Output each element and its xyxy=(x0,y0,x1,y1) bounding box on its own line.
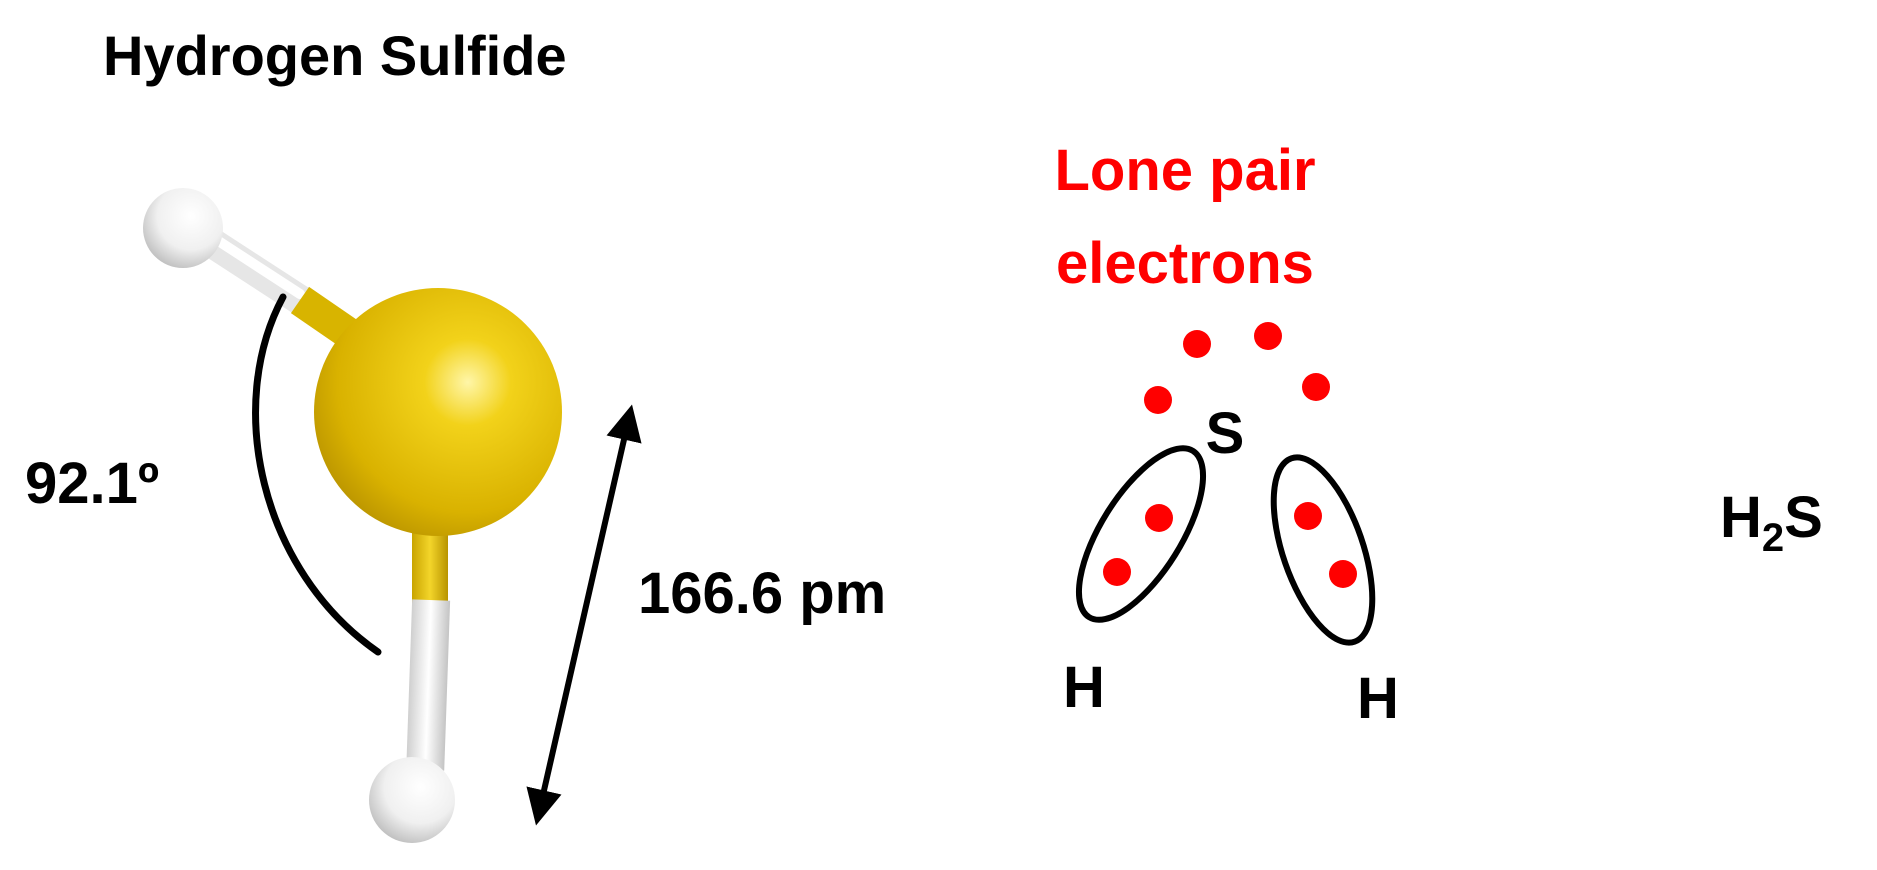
lewis-structure: Lone pair electrons S H H xyxy=(1054,138,1398,731)
upper-hydrogen-atom xyxy=(143,188,223,268)
formula-prefix: H xyxy=(1720,485,1762,550)
ball-and-stick-model xyxy=(143,188,562,843)
bonding-electron xyxy=(1294,502,1322,530)
lewis-sulfur-symbol: S xyxy=(1206,401,1245,466)
bonding-electron xyxy=(1329,560,1357,588)
lower-hydrogen-atom xyxy=(369,757,455,843)
lone-pair-electron xyxy=(1254,322,1282,350)
bonding-electron xyxy=(1145,504,1173,532)
left-bonding-pair-outline xyxy=(1075,445,1207,623)
bond-length-label: 166.6 pm xyxy=(638,561,886,626)
right-bonding-pair-outline xyxy=(1270,454,1376,646)
bonding-electron xyxy=(1103,558,1131,586)
lone-pair-label-line1: Lone pair xyxy=(1054,138,1315,203)
lewis-hydrogen-right-symbol: H xyxy=(1357,666,1399,731)
lewis-hydrogen-left-symbol: H xyxy=(1063,655,1105,720)
bond-angle-arc xyxy=(252,293,382,656)
lone-pair-label-line2: electrons xyxy=(1056,231,1314,296)
lone-pair-electron xyxy=(1302,373,1330,401)
lower-bond-hydrogen-half xyxy=(406,599,451,771)
lone-pair-electron xyxy=(1183,330,1211,358)
formula-suffix: S xyxy=(1784,485,1823,550)
molecular-formula: H2S xyxy=(1720,485,1823,560)
lone-pair-electron xyxy=(1144,386,1172,414)
bond-length-arrow xyxy=(526,404,642,826)
bond-angle-label: 92.1º xyxy=(25,451,159,516)
sulfur-atom xyxy=(314,288,562,536)
page-title: Hydrogen Sulfide xyxy=(103,24,567,87)
formula-subscript: 2 xyxy=(1762,516,1784,560)
